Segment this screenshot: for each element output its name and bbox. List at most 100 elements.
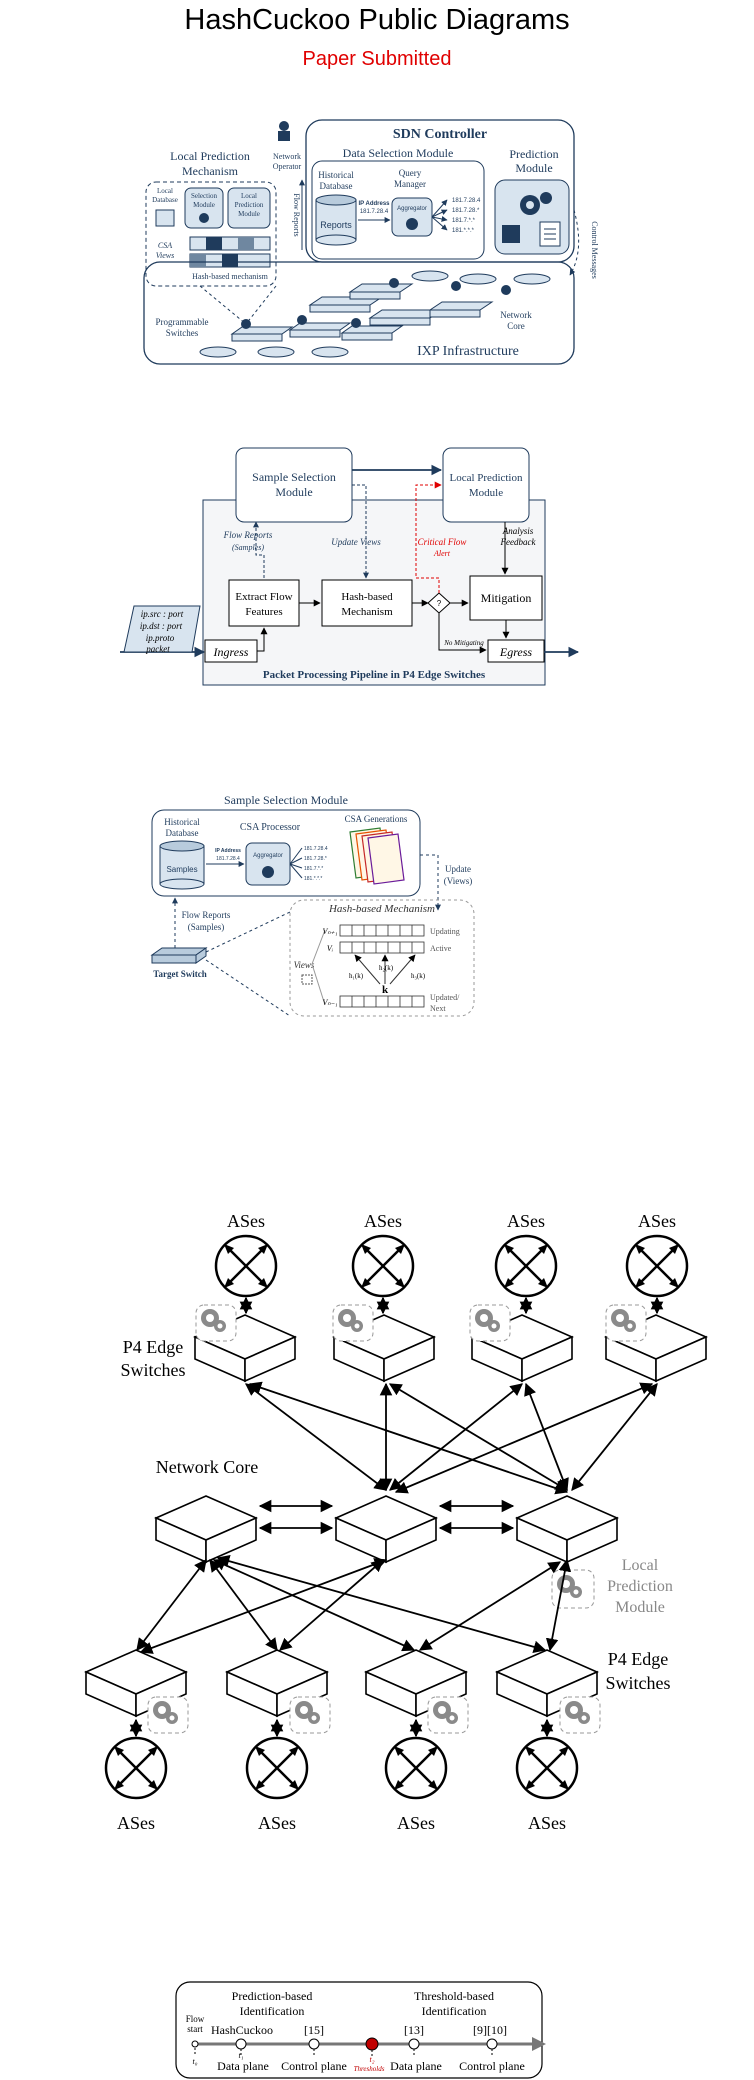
t2-label: t₂ [369,2055,374,2064]
list-item: 181.7.28.* [452,208,480,214]
extract-flow-label-1: Extract Flow [235,591,292,603]
local-prediction-mechanism-label-1: Local Prediction [170,149,250,163]
pipeline-label: Packet Processing Pipeline in P4 Edge Sw… [263,669,486,681]
view-icon [301,974,313,985]
control-messages-label: Control Messages [590,221,599,279]
network-operator-label-2: Operator [273,162,302,171]
ases-label: ASes [638,1211,676,1231]
hash-mechanism-label-1: Hash-based [341,591,393,603]
ases-label: ASes [397,1813,435,1833]
list-item: 181.7.*.* [304,866,323,872]
prediction-based-label-1: Prediction-based [232,1989,313,2003]
list-item: 181.*.*.* [452,228,475,234]
local-database-label-2: Database [152,196,178,204]
local-prediction-gear-icon [559,1696,601,1734]
as-router-icon [214,1234,278,1298]
historical-db-label-1: Historical [318,170,354,180]
view-rows [339,924,425,1008]
local-prediction-mechanism-box [145,181,277,287]
flow-reports-label-2: (Samples) [188,922,225,932]
network-core-label: Network Core [156,1457,258,1477]
local-prediction-mechanism-label-2: Mechanism [182,164,239,178]
page-subtitle: Paper Submitted [302,48,452,70]
ases-label: ASes [364,1211,402,1231]
threshold-based-label-1: Threshold-based [414,1989,494,2003]
list-item: 181.7.28.* [304,856,327,862]
data-plane-label-2: Data plane [390,2059,442,2073]
ref-13-label: [13] [404,2023,424,2037]
chip-icon [502,225,520,243]
p4-edge-bottom-label-1: P4 Edge [608,1649,669,1669]
as-router-icon [494,1234,558,1298]
update-views-label: Update Views [331,537,381,547]
historical-db-label-2: Database [320,181,353,191]
mitigation-box [469,575,543,621]
aggregator-label: Aggregator [397,206,427,212]
h1-label: h₁(k) [349,972,364,980]
list-item: 181.*.*.* [304,876,322,882]
network-operator-label-1: Network [273,152,301,161]
list-item: 181.7.*.* [452,218,476,224]
hash-based-mechanism-label: Hash-based mechanism [192,272,269,281]
timeline-point-threshold [365,2037,379,2051]
selection-module-box [184,187,224,229]
local-prediction-label-2: Module [469,487,503,499]
h2-label: h₂(k) [379,964,394,972]
egress-box [487,639,545,663]
network-core-label-1: Network [500,310,532,320]
p4-edge-bottom-label-2: Switches [606,1673,671,1693]
historical-db-label-2: Database [166,828,199,838]
core-switch [335,1495,437,1563]
local-prediction-label-1: Local Prediction [449,472,523,484]
local-database-label-1: Local [157,187,173,195]
p4-edge-top-label-1: P4 Edge [123,1337,184,1357]
ases-label: ASes [528,1813,566,1833]
flow-reports-label: Flow Reports [292,193,301,236]
sdn-controller-label: SDN Controller [393,127,487,142]
ip-address-label: IP Address [358,201,390,207]
update-views-label-1: Update [445,864,471,874]
local-prediction-gear-icon [469,1304,511,1342]
packet-label: packet [145,644,170,654]
gear-icon [540,192,552,204]
ip-value: 181.7.28.4 [216,856,240,862]
gear-icon [262,866,274,878]
figure-timeline: Prediction-based Identification Threshol… [175,1981,546,2079]
flow-reports-label-2: (Samples) [232,543,264,552]
hash-mechanism-box [289,899,475,1017]
csa-views-grid [189,236,271,268]
packet-field: ip.src : port [141,609,184,619]
packet-shape [123,605,201,653]
local-prediction-gear-icon [147,1696,189,1734]
target-switch-icon [150,947,208,964]
no-mitigating-label: No Mitigating [443,639,484,647]
ip-value: 181.7.28.4 [360,209,389,215]
ixp-infrastructure-label: IXP Infrastructure [417,344,519,359]
ases-label: ASes [227,1211,265,1231]
local-prediction-gear-icon [427,1696,469,1734]
csa-views-label-1: CSA [158,241,172,250]
hash-mechanism-label-2: Mechanism [341,606,393,618]
figure-sample-selection: Sample Selection Module Historical Datab… [150,793,475,1017]
ixp-infrastructure-box [143,261,575,365]
ref-9-10-label: [9][10] [473,2023,507,2037]
views-label: Views [294,960,315,970]
selection-module-label-2: Module [193,201,215,209]
key-label: k [382,984,389,996]
fig3-title: Sample Selection Module [224,793,348,807]
csa-generations-label: CSA Generations [345,814,408,824]
network-switches-illustration [199,270,551,358]
csa-generation-layers [349,827,405,885]
programmable-switches-label-1: Programmable [156,317,209,327]
query-manager-label-2: Manager [394,179,426,189]
as-router-icon [515,1736,579,1800]
prediction-based-label-2: Identification [240,2004,305,2018]
mitigation-label: Mitigation [481,591,532,605]
extract-flow-box [228,579,300,627]
timeline-point-hashcuckoo [235,2038,247,2050]
as-router-icon [384,1736,448,1800]
thresholds-label: Thresholds [354,2065,385,2073]
gear-icon [406,218,418,230]
flow-reports-label-1: Flow Reports [223,530,273,540]
as-router-icon [625,1234,689,1298]
